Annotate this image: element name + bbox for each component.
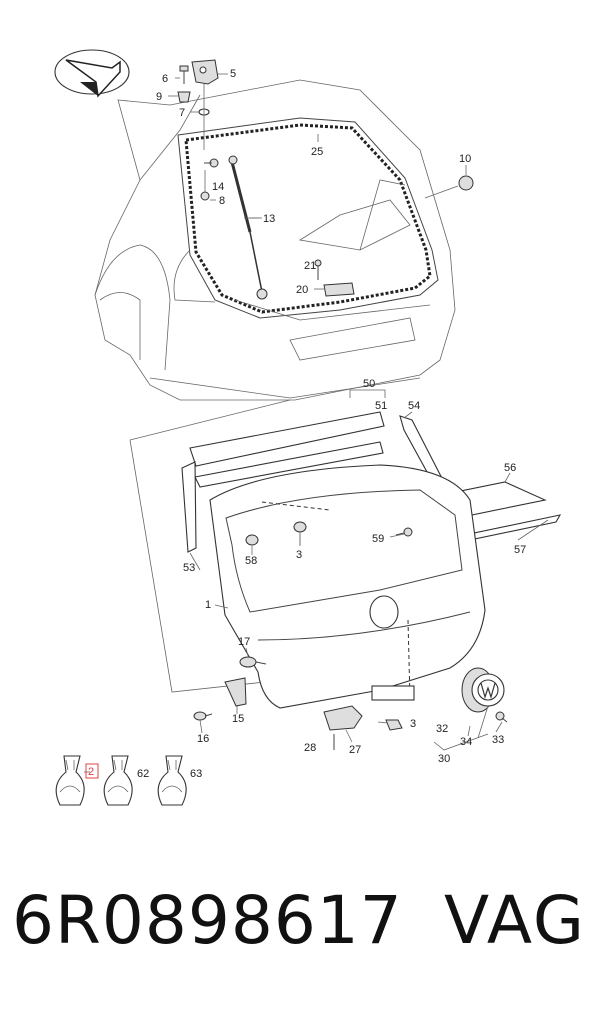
callout-59: 59 xyxy=(372,533,384,545)
striker-assembly xyxy=(314,259,355,297)
lock-assembly xyxy=(323,705,403,750)
spoiler-parts xyxy=(189,389,386,488)
callout-7: 7 xyxy=(179,107,185,119)
callout-34: 34 xyxy=(460,736,472,748)
lower-mount-parts xyxy=(193,656,267,721)
callout-53: 53 xyxy=(183,562,195,574)
accessory-bag-icon xyxy=(55,755,187,806)
callout-9: 9 xyxy=(156,91,162,103)
callout-54: 54 xyxy=(408,400,420,412)
exploded-parts-diagram: 5 6 9 7 25 10 14 8 13 21 20 50 51 54 56 … xyxy=(54,49,562,806)
callout-14: 14 xyxy=(212,181,224,193)
callout-21: 21 xyxy=(304,260,316,272)
car-body xyxy=(94,79,456,401)
callout-28: 28 xyxy=(304,742,316,754)
callout-3b: 3 xyxy=(410,718,416,730)
callout-27: 27 xyxy=(349,744,361,756)
bolt-set xyxy=(200,158,219,201)
callout-32: 32 xyxy=(436,723,448,735)
clips-and-screws xyxy=(245,521,413,546)
callout-20: 20 xyxy=(296,284,308,296)
callout-51: 51 xyxy=(375,400,387,412)
callout-56: 56 xyxy=(504,462,516,474)
hinge-assembly xyxy=(177,59,219,150)
brand-label: VAG xyxy=(443,882,586,959)
callout-62: 62 xyxy=(137,768,149,780)
callout-5: 5 xyxy=(230,68,236,80)
gas-strut xyxy=(228,155,268,300)
emblem-assembly xyxy=(461,667,508,723)
callout-25: 25 xyxy=(311,146,323,158)
callout-17: 17 xyxy=(238,636,250,648)
callout-16: 16 xyxy=(197,733,209,745)
callout-58: 58 xyxy=(245,555,257,567)
callout-13: 13 xyxy=(263,213,275,225)
leader-lines xyxy=(84,73,549,773)
callout-8: 8 xyxy=(219,195,225,207)
callout-63: 63 xyxy=(190,768,202,780)
callout-2: 2 xyxy=(88,766,94,778)
side-trims xyxy=(181,415,449,553)
callout-3a: 3 xyxy=(296,549,302,561)
direction-arrow-icon xyxy=(54,49,130,98)
callout-6: 6 xyxy=(162,73,168,85)
cap-part xyxy=(424,175,474,199)
callout-57: 57 xyxy=(514,544,526,556)
highlight-box xyxy=(85,763,99,779)
callout-50: 50 xyxy=(363,378,375,390)
callout-15: 15 xyxy=(232,713,244,725)
callout-10: 10 xyxy=(459,153,471,165)
callout-30: 30 xyxy=(438,753,450,765)
tailgate-panel xyxy=(209,464,486,709)
callout-33: 33 xyxy=(492,734,504,746)
callout-1: 1 xyxy=(205,599,211,611)
part-number: 6R0898617 xyxy=(12,882,403,959)
